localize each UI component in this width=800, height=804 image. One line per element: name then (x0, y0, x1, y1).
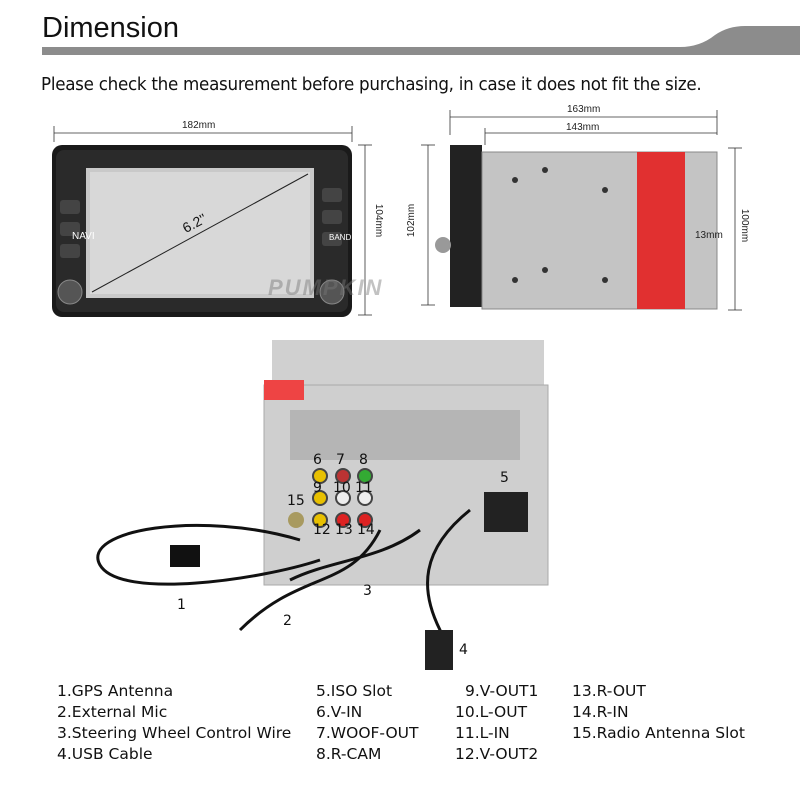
port-13: 13 (335, 522, 353, 538)
legend-item: 2.External Mic (57, 703, 168, 721)
legend-item: 9.V-OUT1 (465, 682, 539, 700)
front-height-side-label: 102mm (406, 203, 418, 238)
port-7: 7 (336, 452, 345, 468)
port-12: 12 (313, 522, 331, 538)
front-width-label: 182mm (182, 120, 216, 131)
item-3-marker: 3 (363, 583, 372, 599)
subtitle: Please check the measurement before purc… (41, 74, 702, 95)
item-2-marker: 2 (283, 613, 292, 629)
item-4-marker: 4 (459, 642, 468, 658)
legend-item: 1.GPS Antenna (57, 682, 174, 700)
navi-button-label: NAVI (72, 231, 95, 242)
legend-item: 12.V-OUT2 (455, 745, 539, 763)
body-depth-label: 143mm (566, 122, 600, 133)
port-6: 6 (313, 452, 322, 468)
legend-item: 14.R-IN (572, 703, 629, 721)
legend-item: 4.USB Cable (57, 745, 153, 763)
header-bar (42, 26, 800, 55)
total-depth-label: 163mm (567, 104, 601, 115)
rear-view-photo (96, 340, 549, 670)
port-11: 11 (355, 480, 373, 496)
port-14: 14 (357, 522, 375, 538)
page-title: Dimension (42, 12, 179, 44)
body-height-label: 100mm (739, 208, 751, 243)
front-height-label: 104mm (373, 203, 385, 238)
legend-item: 8.R-CAM (316, 745, 382, 763)
legend-item: 10.L-OUT (455, 703, 528, 721)
legend-item: 11.L-IN (455, 724, 510, 742)
front-view-diagram (52, 126, 372, 317)
port-8: 8 (359, 452, 368, 468)
legend-item: 13.R-OUT (572, 682, 646, 700)
legend-item: 7.WOOF-OUT (316, 724, 419, 742)
legend-item: 15.Radio Antenna Slot (572, 724, 745, 742)
side-view-diagram (421, 110, 742, 311)
port-15: 15 (287, 493, 305, 509)
port-9: 9 (313, 480, 322, 496)
legend-item: 3.Steering Wheel Control Wire (57, 724, 292, 742)
legend-item: 6.V-IN (316, 703, 363, 721)
port-5: 5 (500, 470, 509, 486)
legend-item: 5.ISO Slot (316, 682, 393, 700)
band-button-label: BAND (329, 233, 352, 242)
watermark: PUMPKIN (268, 275, 384, 300)
item-1-marker: 1 (177, 597, 186, 613)
rear-offset-label: 13mm (695, 230, 723, 241)
port-10: 10 (333, 480, 351, 496)
